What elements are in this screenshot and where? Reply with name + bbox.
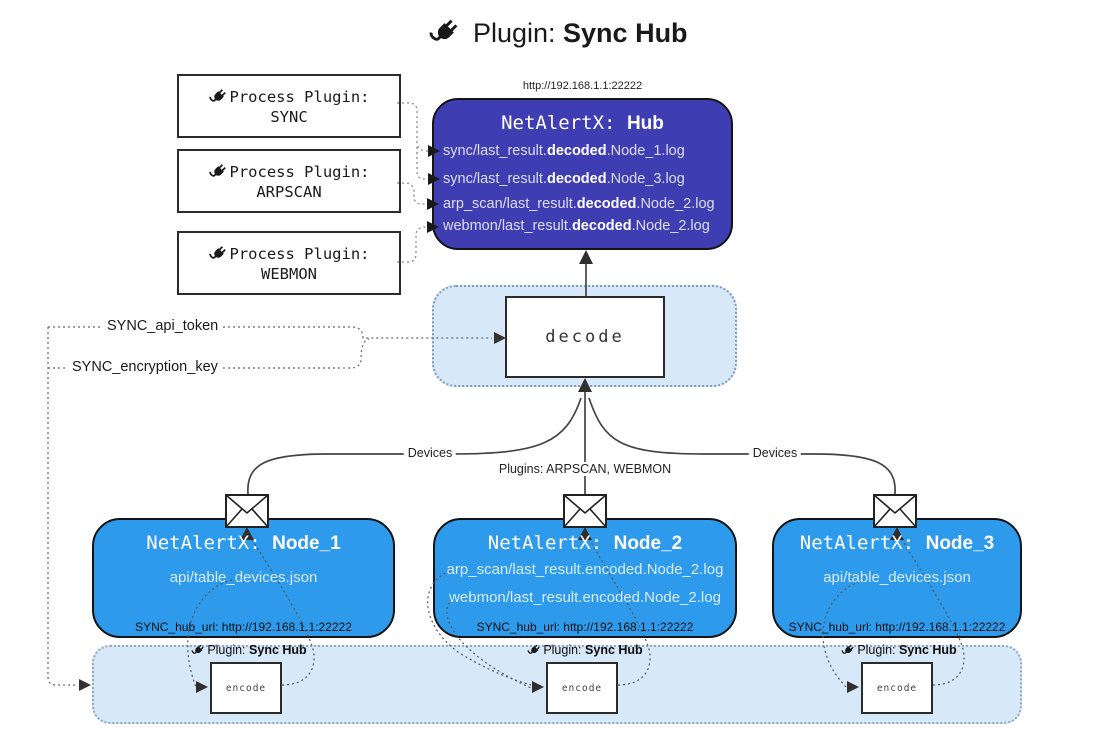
node1-title: NetAlertX: Node_1 <box>146 532 341 554</box>
node2-file: webmon/last_result.encoded.Node_2.log <box>449 589 721 606</box>
sync-api-token-label: SYNC_api_token <box>103 318 223 334</box>
plug-icon <box>527 643 541 657</box>
page-title: Plugin: Sync Hub <box>0 16 1117 49</box>
envelope-icon <box>225 494 269 528</box>
plug-icon <box>191 643 205 657</box>
hub-title: NetAlertX: Hub <box>432 112 733 135</box>
encode-label: encode <box>561 682 603 694</box>
title-prefix: Plugin: <box>472 18 556 48</box>
envelope-icon <box>873 494 917 528</box>
node3-hub-url: SYNC_hub_url: http://192.168.1.1:22222 <box>788 620 1006 634</box>
process-plugin-name: SYNC <box>270 107 308 126</box>
hub-url-label: http://192.168.1.1:22222 <box>522 80 643 92</box>
process-plugin-label: Process Plugin: <box>179 87 399 106</box>
encode-label: encode <box>225 682 267 694</box>
process-plugin-name: WEBMON <box>261 264 317 283</box>
node2-file: arp_scan/last_result.encoded.Node_2.log <box>446 561 724 578</box>
hub-box <box>432 98 733 250</box>
plugins-edge-label: Plugins: ARPSCAN, WEBMON <box>494 462 676 476</box>
hub-title-name: Hub <box>626 113 664 134</box>
process-plugin-webmon-box: Process Plugin: WEBMON <box>177 231 401 295</box>
encode-label: encode <box>876 682 918 694</box>
node1-hub-url: SYNC_hub_url: http://192.168.1.1:22222 <box>135 620 352 634</box>
process-plugin-arpscan-box: Process Plugin: ARPSCAN <box>177 149 401 213</box>
edge-key-to-strip <box>47 327 78 686</box>
hub-file-line: sync/last_result.decoded.Node_1.log <box>443 143 685 159</box>
hub-title-prefix: NetAlertX: <box>501 112 616 134</box>
plug-icon <box>208 162 228 181</box>
decode-label: decode <box>545 327 625 347</box>
arrowhead-right-icon <box>79 679 91 691</box>
plug-icon <box>208 244 228 263</box>
encode-box: encode <box>861 662 933 714</box>
edge-node3-to-decode <box>588 397 896 495</box>
sync-encryption-key-label: SYNC_encryption_key <box>68 359 222 375</box>
process-plugin-label: Process Plugin: <box>179 162 399 181</box>
hub-file-line: arp_scan/last_result.decoded.Node_2.log <box>443 196 715 212</box>
plug-icon <box>841 643 855 657</box>
encode-box: encode <box>546 662 618 714</box>
strip-plugin-label: Plugin: Sync Hub <box>527 643 643 657</box>
process-plugin-label: Process Plugin: <box>179 244 399 263</box>
node2-title: NetAlertX: Node_2 <box>487 532 683 554</box>
process-plugin-name: ARPSCAN <box>256 182 322 201</box>
devices-left-label: Devices <box>403 446 457 460</box>
devices-right-label: Devices <box>748 446 802 460</box>
node3-file: api/table_devices.json <box>823 569 971 586</box>
hub-file-line: webmon/last_result.decoded.Node_2.log <box>443 218 710 234</box>
arrowhead-up-icon <box>579 250 593 264</box>
decode-box: decode <box>505 296 665 378</box>
strip-plugin-label: Plugin: Sync Hub <box>841 643 957 657</box>
title-name: Sync Hub <box>563 18 688 48</box>
strip-plugin-label: Plugin: Sync Hub <box>191 643 307 657</box>
plug-icon <box>208 87 228 106</box>
node2-hub-url: SYNC_hub_url: http://192.168.1.1:22222 <box>476 620 694 634</box>
node3-title: NetAlertX: Node_3 <box>799 532 995 554</box>
envelope-icon <box>563 494 607 528</box>
encode-box: encode <box>210 662 282 714</box>
process-plugin-sync-box: Process Plugin: SYNC <box>177 74 401 138</box>
plugin-to-hub-edges <box>397 102 429 263</box>
hub-file-line: sync/last_result.decoded.Node_3.log <box>443 171 685 187</box>
node1-file: api/table_devices.json <box>169 569 318 586</box>
plug-icon <box>429 16 461 48</box>
